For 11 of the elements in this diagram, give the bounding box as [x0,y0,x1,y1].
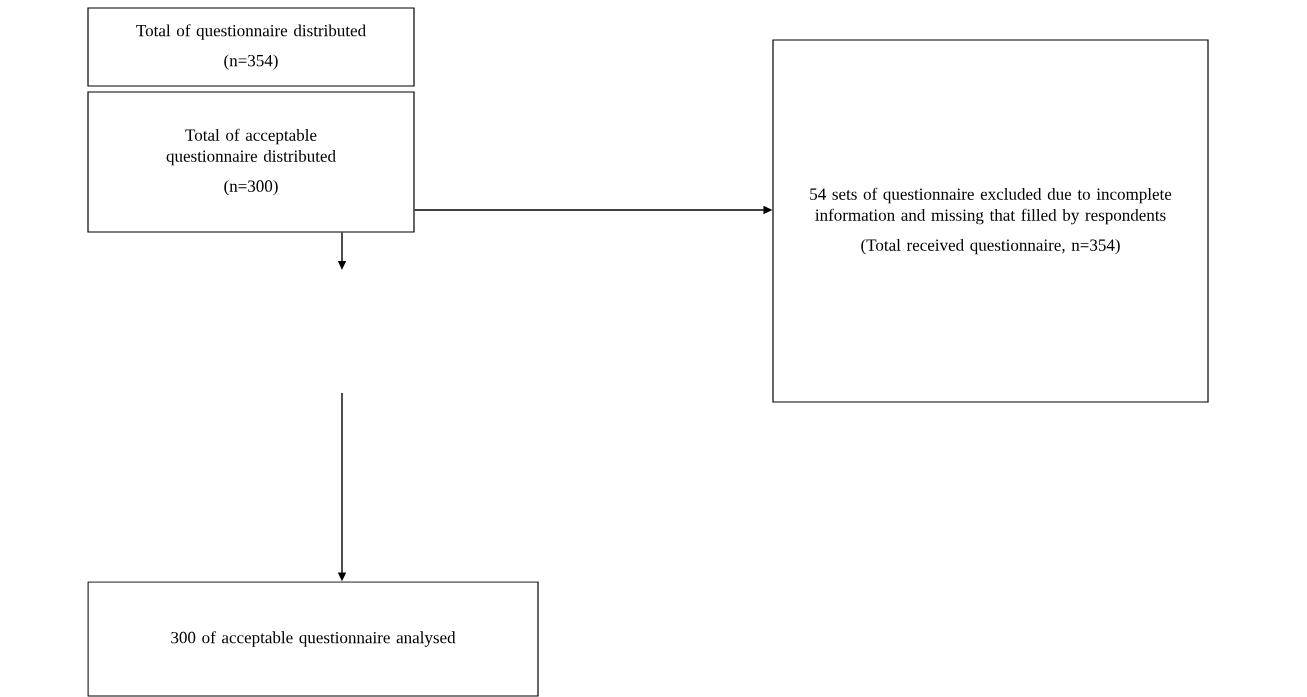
box-text: Total of acceptable questionnaire distributed [166,128,336,166]
box-text: 300 of acceptable questionnaire analysed [171,631,456,647]
box-text: (Total received questionnaire, n=354) [861,238,1120,255]
process-box [87,581,539,697]
process-box [87,91,415,233]
process-box [772,39,1209,403]
box-text: Total of questionnaire distributed [136,24,366,40]
box-text: (n=354) [224,54,278,70]
process-box [87,7,415,87]
box-text: 54 sets of questionnaire excluded due to incomplete information and missing that filled by respondents [810,187,1172,225]
box-text: (n=300) [224,179,278,196]
